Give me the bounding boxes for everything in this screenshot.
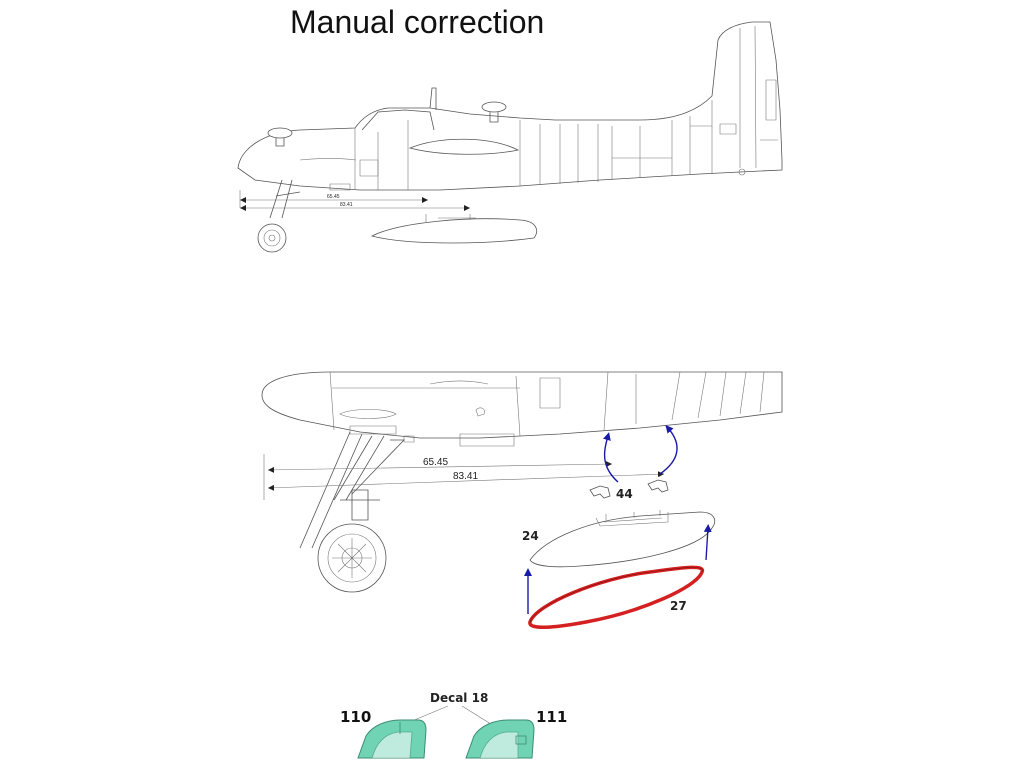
part-number-44: 44	[616, 487, 633, 501]
part-44-pylons	[589, 479, 669, 499]
part-number-110: 110	[340, 708, 371, 726]
decal-section: Decal 18 110 111	[340, 691, 567, 759]
dim-label-short: 65.45	[327, 194, 340, 200]
decal-label: Decal 18	[430, 691, 488, 705]
page-title: Manual correction	[290, 4, 544, 40]
dim-label-long: 83.41	[453, 471, 478, 482]
decal-110-shape	[357, 719, 427, 759]
part-number-111: 111	[536, 708, 567, 726]
decal-111-shape	[465, 719, 535, 759]
dim-label-long: 83.41	[340, 202, 353, 208]
part-number-27: 27	[670, 599, 687, 613]
aircraft-side-view: 65.45 83.41	[237, 21, 783, 253]
part-24-drop-tank	[529, 510, 716, 568]
arrow-attach-rear	[659, 424, 678, 475]
part-number-24: 24	[522, 529, 539, 543]
dim-label-short: 65.45	[423, 457, 448, 468]
arrow-attach-front	[603, 432, 619, 483]
arrow-ring-rear	[703, 524, 712, 561]
detail-view: 65.45 83.41 44 24 27	[261, 371, 783, 630]
part-27-ring	[528, 565, 705, 630]
